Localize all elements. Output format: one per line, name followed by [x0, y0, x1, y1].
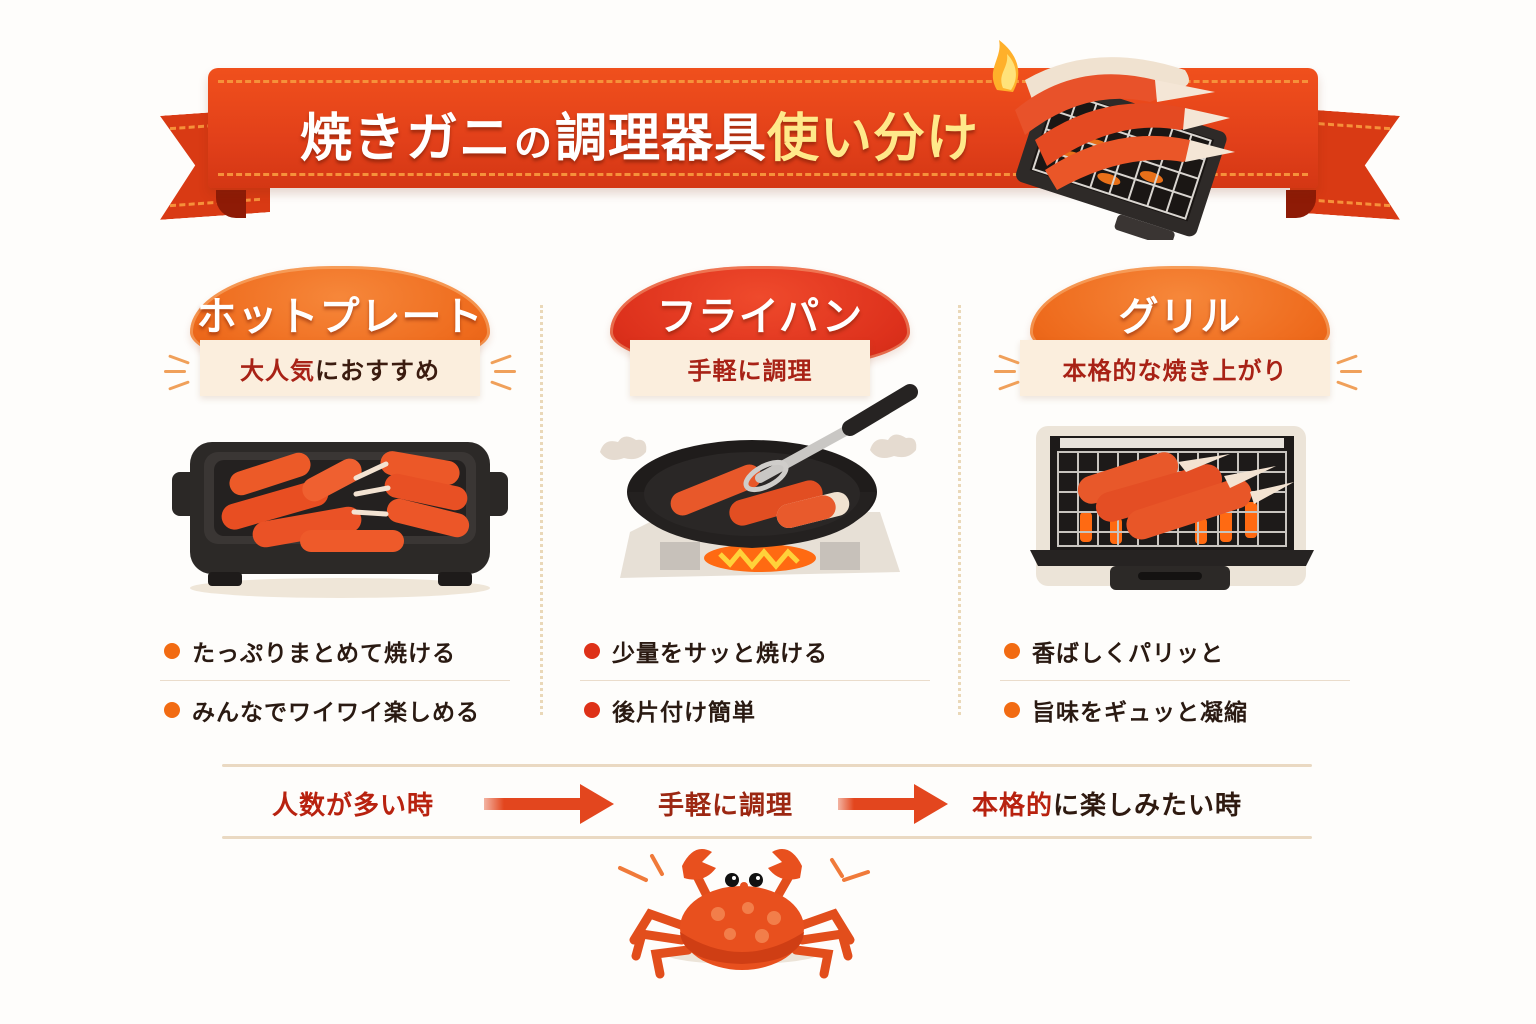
bullet-dot: [1004, 701, 1020, 718]
arrow-right-icon: [484, 784, 616, 824]
tagline-rest: におすすめ: [315, 356, 440, 385]
bullet-dot: [584, 643, 600, 659]
sparkle-ray: [998, 354, 1020, 365]
tagline-accent: 本格的な焼き上がり: [1062, 356, 1288, 385]
method-name: ホットプレート: [196, 294, 484, 340]
title-part-4: 使い分け: [767, 109, 980, 169]
feature-list: 少量をサッと焼ける 後片付け簡単: [580, 622, 930, 738]
column-grill: グリル 本格的な焼き上がり 香ばしくパリッと: [990, 262, 1370, 732]
flow-divider-bottom: [222, 836, 1312, 839]
flow-step-1: 人数が多い時: [272, 790, 435, 821]
sparkle-ray: [994, 370, 1016, 373]
bullet-dot: [164, 701, 180, 718]
list-item: たっぷりまとめて焼ける: [160, 622, 510, 680]
bullet-dot: [584, 701, 600, 718]
sparkle-ray: [490, 354, 512, 365]
title-part-3: 調理器具: [555, 109, 768, 169]
sparkle-ray: [1336, 354, 1358, 365]
list-item: 旨味をギュッと凝縮: [1000, 680, 1350, 738]
sparkle-ray: [164, 370, 186, 373]
arrow-right-icon: [838, 784, 948, 824]
sparkle-ray: [490, 380, 512, 391]
sparkle-ray: [1340, 370, 1362, 373]
title-part-2: の: [514, 121, 554, 165]
hot-plate-icon: [172, 442, 508, 598]
fish-grill-icon: [1030, 426, 1314, 590]
tagline-banner: 手軽に調理: [630, 340, 870, 396]
list-item: 後片付け簡単: [580, 680, 930, 738]
flow-step-2: 手軽に調理: [658, 790, 794, 821]
column-divider: [958, 305, 961, 715]
tagline-accent: 手軽に調理: [687, 356, 813, 385]
list-item: 少量をサッと焼ける: [580, 622, 930, 680]
column-hot-plate: ホットプレート 大人気におすすめ たっぷりまとめて焼け: [150, 262, 530, 732]
sparkle-ray: [168, 380, 190, 391]
feature-list: 香ばしくパリッと 旨味をギュッと凝縮: [1000, 622, 1350, 738]
tagline-accent: 大人気: [240, 356, 315, 385]
ribbon-fold-right: [1286, 190, 1316, 218]
sparkle-ray: [494, 370, 516, 373]
bullet-dot: [164, 643, 180, 659]
feature-list: たっぷりまとめて焼ける みんなでワイワイ楽しめる: [160, 622, 510, 738]
list-item: 香ばしくパリッと: [1000, 622, 1350, 680]
tagline-banner: 本格的な焼き上がり: [1020, 340, 1330, 396]
flow-divider-top: [222, 764, 1312, 767]
grill-crab-icon: [992, 40, 1235, 240]
crab-icon: [618, 849, 870, 979]
flow-step-3-accent: 本格的: [972, 790, 1054, 821]
title-part-1: 焼きガニ: [300, 109, 513, 169]
sparkle-ray: [168, 354, 190, 365]
bullet-dot: [1004, 643, 1020, 659]
column-frying-pan: フライパン 手軽に調理 少量をサッと焼ける 後片付け簡単: [570, 262, 950, 732]
flow-step-3-rest: に楽しみたい時: [1053, 790, 1243, 821]
sparkle-ray: [1336, 380, 1358, 391]
frying-pan-icon: [600, 384, 918, 578]
tagline-banner: 大人気におすすめ: [200, 340, 480, 396]
list-item: みんなでワイワイ楽しめる: [160, 680, 510, 738]
sparkle-ray: [998, 380, 1020, 391]
page-title: 焼きガニ の 調理器具 使い分け: [300, 96, 979, 169]
column-divider: [540, 305, 543, 715]
flow-step-3: 本格的に楽しみたい時: [972, 780, 1242, 826]
method-name: グリル: [1118, 294, 1242, 340]
method-name: フライパン: [656, 294, 864, 340]
